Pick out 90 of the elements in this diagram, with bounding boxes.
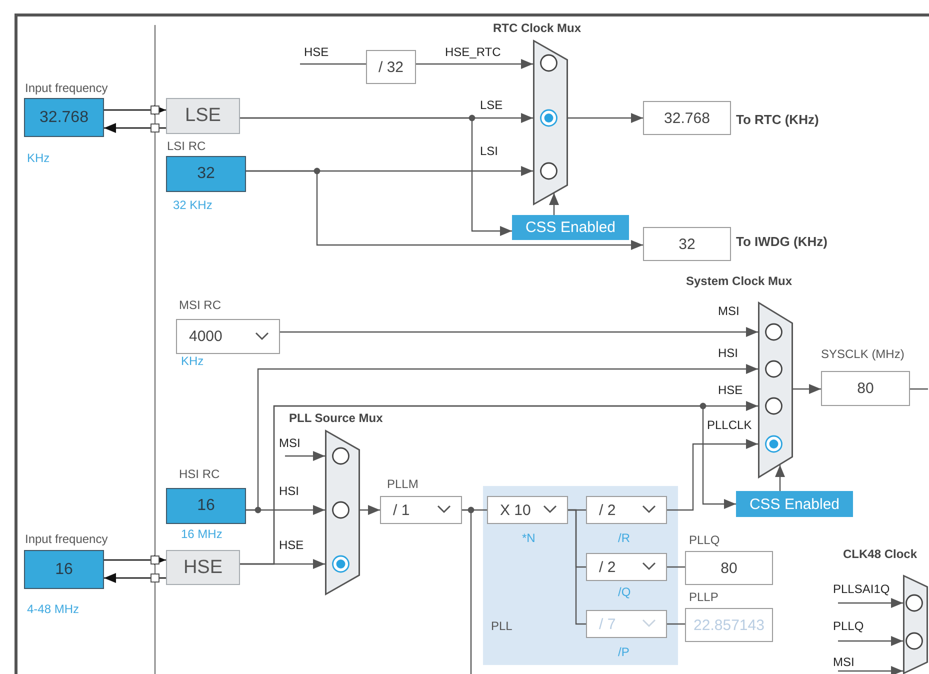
value-text: / 32 xyxy=(378,58,404,76)
css-enabled-badge xyxy=(736,491,853,517)
edge-label: HSI xyxy=(718,346,738,360)
output-label: To RTC (KHz) xyxy=(736,112,819,127)
arrow xyxy=(280,327,758,337)
oscillator-box xyxy=(166,550,240,585)
edge-label: PLLQ xyxy=(833,619,864,633)
arrow xyxy=(246,170,643,250)
heading-label: SYSCLK (MHz) xyxy=(821,347,904,361)
heading-label: HSI RC xyxy=(179,467,220,481)
arrow xyxy=(104,123,166,133)
value-text: 32 xyxy=(678,236,696,252)
edge-label: MSI xyxy=(718,304,740,318)
pll-region xyxy=(483,486,678,665)
oscillator-box xyxy=(166,98,240,134)
value-text: 16 xyxy=(197,497,215,515)
edge-label: HSE xyxy=(304,45,329,59)
value-text: 22.857143 xyxy=(694,616,764,634)
heading-label: PLLP xyxy=(689,590,718,604)
unit-label: *N xyxy=(522,531,536,545)
heading-label: PLLM xyxy=(387,477,418,491)
edge-label: HSE xyxy=(279,538,304,552)
heading-label: CLK48 Clock xyxy=(843,547,918,561)
value-text: 32.768 xyxy=(664,110,710,126)
arrow xyxy=(667,439,758,511)
heading-label: Input frequency xyxy=(25,532,108,546)
arrow xyxy=(838,666,903,674)
heading-label: RTC Clock Mux xyxy=(493,21,582,35)
region-label: PLL xyxy=(491,619,512,633)
edge-label: PLLSAI1Q xyxy=(833,582,890,596)
heading-label: LSI RC xyxy=(167,139,206,153)
heading-label: PLLQ xyxy=(689,533,720,547)
value-text: 32.768 xyxy=(40,108,88,126)
heading-label: MSI RC xyxy=(179,298,221,312)
arrow xyxy=(285,451,325,461)
value-text: / 1 xyxy=(393,502,410,518)
output-label: To IWDG (KHz) xyxy=(736,234,828,249)
value-text: / 2 xyxy=(599,558,616,576)
edge-label: HSE xyxy=(718,383,743,397)
connector-line xyxy=(667,566,685,568)
arrow xyxy=(793,384,821,394)
value-text: 80 xyxy=(857,380,874,397)
unit-label: /R xyxy=(618,531,630,545)
value-box xyxy=(366,50,416,84)
unit-label: 16 MHz xyxy=(181,527,222,541)
value-text: 80 xyxy=(720,560,738,576)
value-text: CSS Enabled xyxy=(749,496,840,512)
arrow xyxy=(838,598,903,608)
value-text: LSE xyxy=(185,105,221,127)
value-text: 32 xyxy=(197,165,215,183)
edge-label: HSE_RTC xyxy=(445,45,501,59)
value-text: CSS Enabled xyxy=(525,219,616,236)
arrow xyxy=(568,113,643,123)
css-enabled-badge xyxy=(512,215,629,240)
edge-label: PLLCLK xyxy=(707,418,752,432)
arrow xyxy=(360,505,380,515)
value-text: 4000 xyxy=(189,328,222,345)
arrow xyxy=(104,573,166,583)
arrow xyxy=(104,555,166,565)
value-text: / 2 xyxy=(599,502,616,518)
unit-label: /Q xyxy=(618,585,631,599)
value-text: 16 xyxy=(55,560,73,578)
unit-label: KHz xyxy=(27,151,50,165)
value-text: HSE xyxy=(183,556,223,578)
edge-label: MSI xyxy=(833,655,854,669)
heading-label: Input frequency xyxy=(25,81,108,95)
connector-line xyxy=(300,63,366,65)
connector-line xyxy=(568,509,586,625)
connector-line xyxy=(910,388,928,390)
unit-label: KHz xyxy=(181,354,204,368)
edge-label: HSI xyxy=(279,484,300,498)
edge-label: LSE xyxy=(480,98,503,112)
heading-label: System Clock Mux xyxy=(686,274,792,288)
value-text: / 7 xyxy=(599,616,616,632)
arrow xyxy=(104,105,166,115)
arrow xyxy=(838,636,903,646)
edge-label: LSI xyxy=(480,144,498,158)
arrow xyxy=(416,59,533,69)
arrow xyxy=(240,117,512,236)
unit-label: 4-48 MHz xyxy=(27,602,80,616)
connector-line xyxy=(667,623,685,625)
connector-line xyxy=(462,509,472,674)
arrow xyxy=(549,193,559,215)
unit-label: 32 KHz xyxy=(173,198,212,212)
value-text: X 10 xyxy=(500,502,531,518)
heading-label: PLL Source Mux xyxy=(289,411,383,425)
arrow xyxy=(775,465,785,491)
arrow xyxy=(246,505,325,515)
unit-label: /P xyxy=(618,645,630,659)
edge-label: MSI xyxy=(279,436,300,450)
